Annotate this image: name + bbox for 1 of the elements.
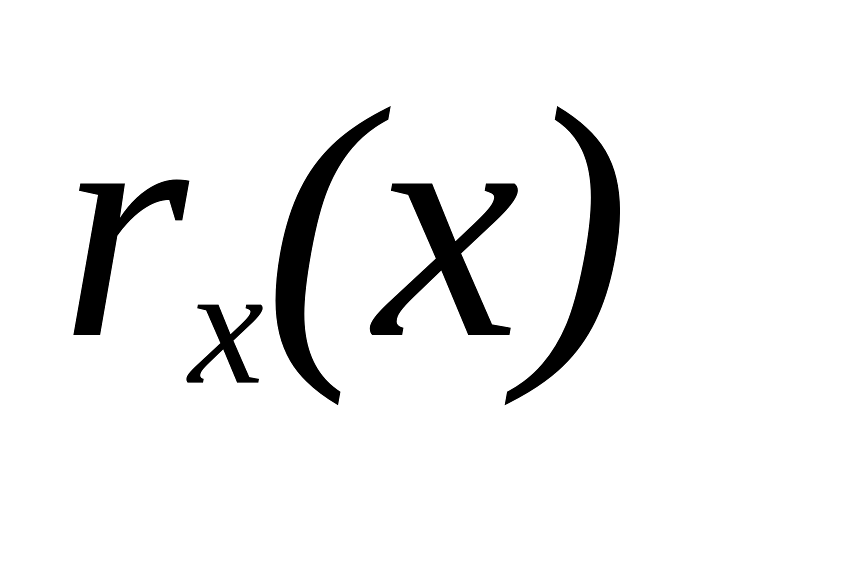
math-formula: r$_{x}$(x) [60,60,630,411]
